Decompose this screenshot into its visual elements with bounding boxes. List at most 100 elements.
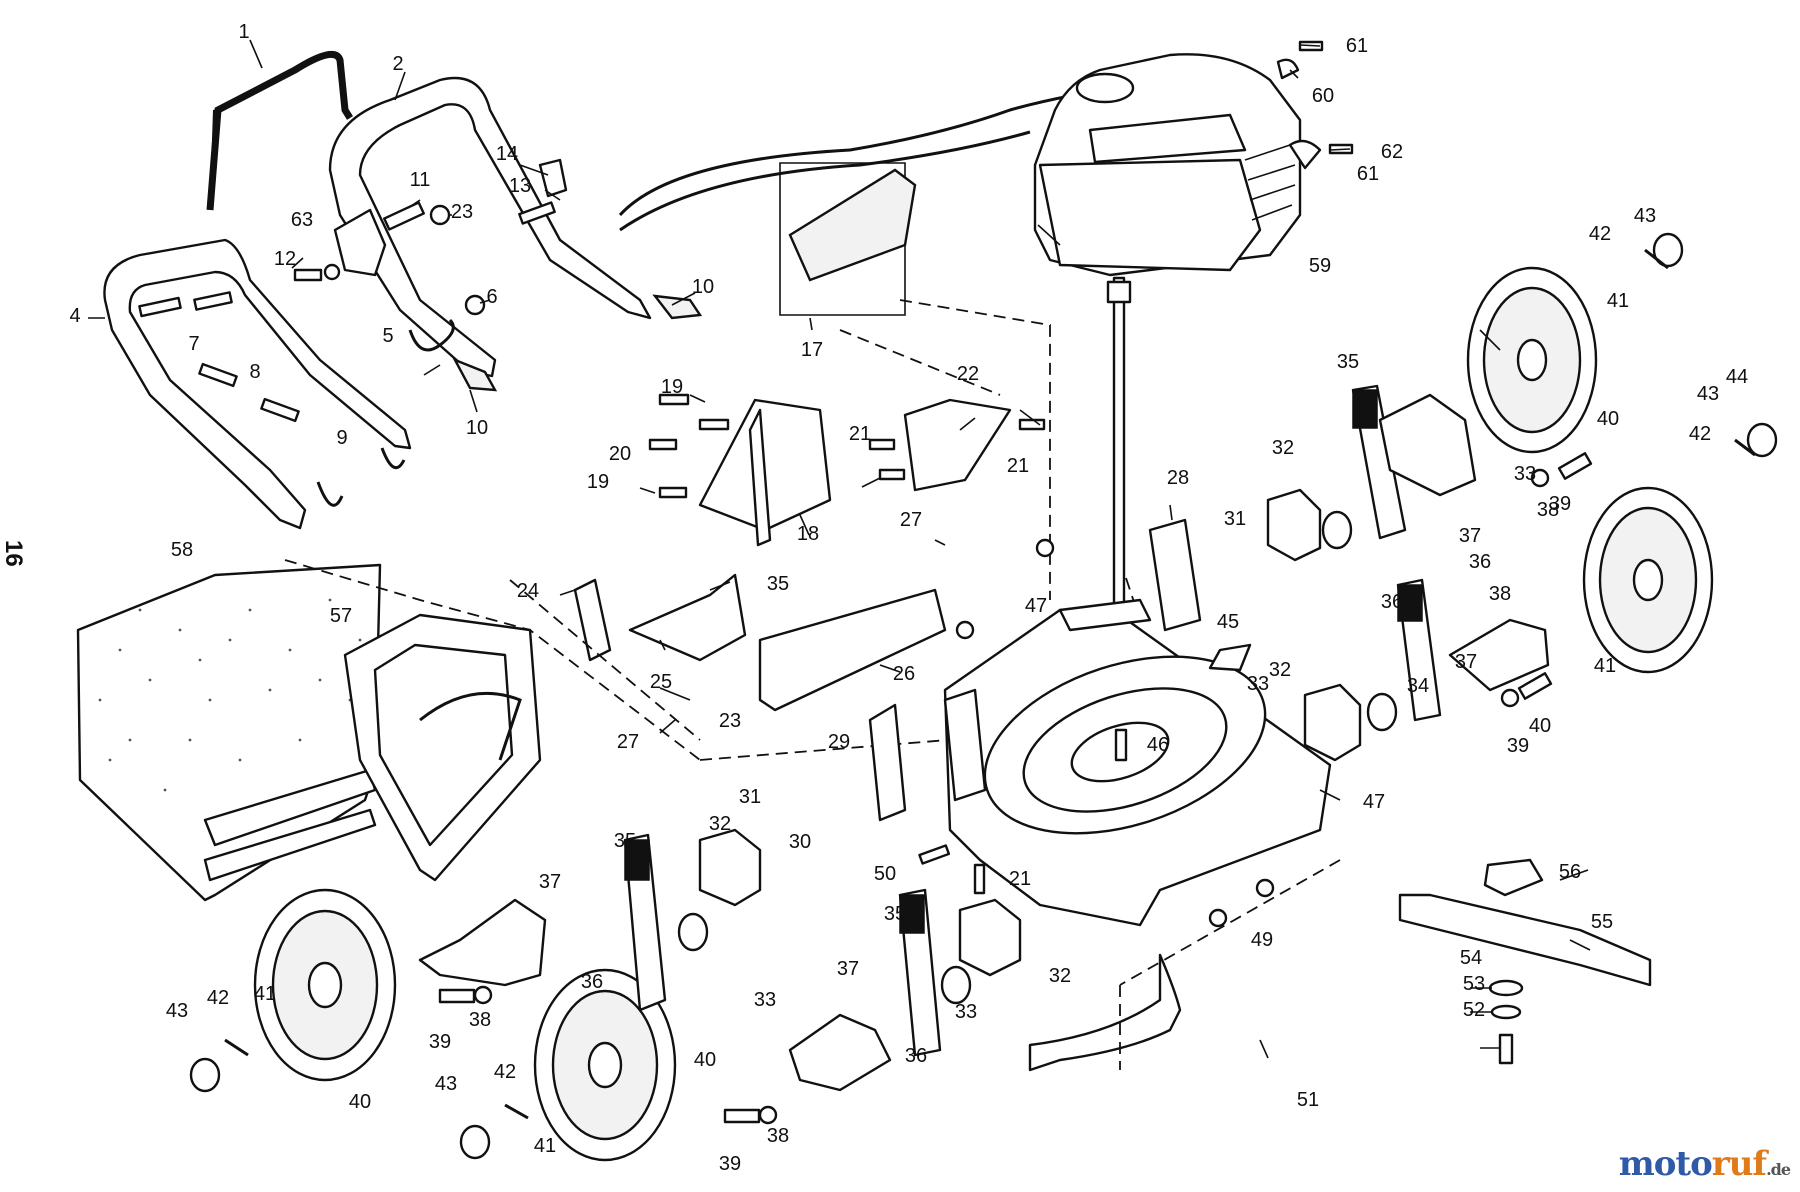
callout-33: 33: [754, 989, 776, 1011]
callout-32: 32: [1272, 437, 1294, 459]
callout-43: 43: [1697, 383, 1719, 405]
callout-36: 36: [581, 971, 603, 993]
callout-61: 61: [1357, 163, 1379, 185]
height-adjusters: [623, 384, 1442, 1057]
blade-54: [1398, 893, 1652, 987]
callout-8: 8: [249, 361, 260, 383]
callout-31: 31: [739, 786, 761, 808]
callout-33: 33: [955, 1001, 977, 1023]
callout-63: 63: [291, 209, 313, 231]
callout-1: 1: [238, 21, 249, 43]
callout-27: 27: [900, 509, 922, 531]
callout-51: 51: [1297, 1089, 1319, 1111]
callout-41: 41: [1594, 655, 1616, 677]
callout-44: 44: [1726, 366, 1748, 388]
callout-56: 56: [1559, 861, 1581, 883]
callout-19: 19: [587, 471, 609, 493]
callout-37: 37: [837, 958, 859, 980]
handle-bracket: [333, 208, 387, 277]
wheel-rear-bottom: [1582, 486, 1714, 674]
callout-42: 42: [207, 987, 229, 1009]
callout-41: 41: [534, 1135, 556, 1157]
deflector-17: [788, 168, 917, 282]
callout-10: 10: [692, 276, 714, 298]
grass-catcher: [76, 563, 542, 902]
mower-deck: [868, 518, 1341, 1072]
watermark-part3: .de: [1766, 1160, 1791, 1179]
callout-53: 53: [1463, 973, 1485, 995]
callout-38: 38: [1489, 583, 1511, 605]
lower-handle: [103, 238, 412, 530]
callout-33: 33: [1514, 463, 1536, 485]
callout-57: 57: [330, 605, 352, 627]
callout-17: 17: [801, 339, 823, 361]
callout-27: 27: [617, 731, 639, 753]
callout-26: 26: [893, 663, 915, 685]
callout-32: 32: [1049, 965, 1071, 987]
callout-13: 13: [509, 175, 531, 197]
rear-flap: [758, 588, 947, 712]
watermark-part1: moto: [1618, 1144, 1713, 1184]
leader-lines: [88, 39, 1591, 1059]
callout-37: 37: [539, 871, 561, 893]
callout-39: 39: [429, 1031, 451, 1053]
callout-12: 12: [274, 248, 296, 270]
callout-43: 43: [166, 1000, 188, 1022]
callout-49: 49: [1251, 929, 1273, 951]
callout-25: 25: [650, 671, 672, 693]
callout-37: 37: [1455, 651, 1477, 673]
callout-47: 47: [1363, 791, 1385, 813]
callout-45: 45: [1217, 611, 1239, 633]
handle-assembly: [103, 50, 703, 530]
callout-50: 50: [874, 863, 896, 885]
wheel-front-right: [533, 968, 677, 1162]
callout-21: 21: [1007, 455, 1029, 477]
callout-6: 6: [486, 286, 497, 308]
callout-31: 31: [1224, 508, 1246, 530]
upper-handle: [328, 76, 652, 378]
callout-24: 24: [517, 580, 539, 602]
callout-11: 11: [410, 169, 431, 191]
callout-32: 32: [1269, 659, 1291, 681]
callout-19: 19: [661, 376, 683, 398]
callout-37: 37: [1459, 525, 1481, 547]
callout-21: 21: [1009, 868, 1031, 890]
callout-38: 38: [767, 1125, 789, 1147]
chute-assembly: [284, 162, 1141, 761]
callout-46: 46: [1147, 734, 1169, 756]
grass-bag: [76, 563, 382, 902]
callout-28: 28: [1167, 467, 1189, 489]
callout-36: 36: [1381, 591, 1403, 613]
callout-39: 39: [1507, 735, 1529, 757]
callout-39: 39: [1549, 493, 1571, 515]
callout-34: 34: [1407, 675, 1429, 697]
engine-assembly: [1033, 40, 1354, 700]
callout-40: 40: [1597, 408, 1619, 430]
callout-2: 2: [392, 53, 403, 75]
callout-41: 41: [254, 983, 276, 1005]
callout-35: 35: [614, 830, 636, 852]
callout-54: 54: [1460, 947, 1482, 969]
callout-9: 9: [336, 427, 347, 449]
callout-62: 62: [1381, 141, 1403, 163]
bail-handle: [206, 50, 353, 211]
callout-43: 43: [1634, 205, 1656, 227]
callout-41: 41: [1607, 290, 1629, 312]
baffle-50: [1028, 953, 1182, 1072]
callout-42: 42: [1689, 423, 1711, 445]
callout-35: 35: [1337, 351, 1359, 373]
callout-59: 59: [1309, 255, 1331, 277]
callout-55: 55: [1591, 911, 1613, 933]
callout-20: 20: [609, 443, 631, 465]
callout-42: 42: [1589, 223, 1611, 245]
callout-58: 58: [171, 539, 193, 561]
watermark-part2: ruf: [1711, 1144, 1767, 1184]
callout-35: 35: [767, 573, 789, 595]
callout-14: 14: [496, 143, 518, 165]
callout-40: 40: [1529, 715, 1551, 737]
callout-30: 30: [789, 831, 811, 853]
blade-assembly: [1398, 858, 1652, 1065]
callout-23: 23: [451, 201, 473, 223]
callout-38: 38: [1537, 499, 1559, 521]
